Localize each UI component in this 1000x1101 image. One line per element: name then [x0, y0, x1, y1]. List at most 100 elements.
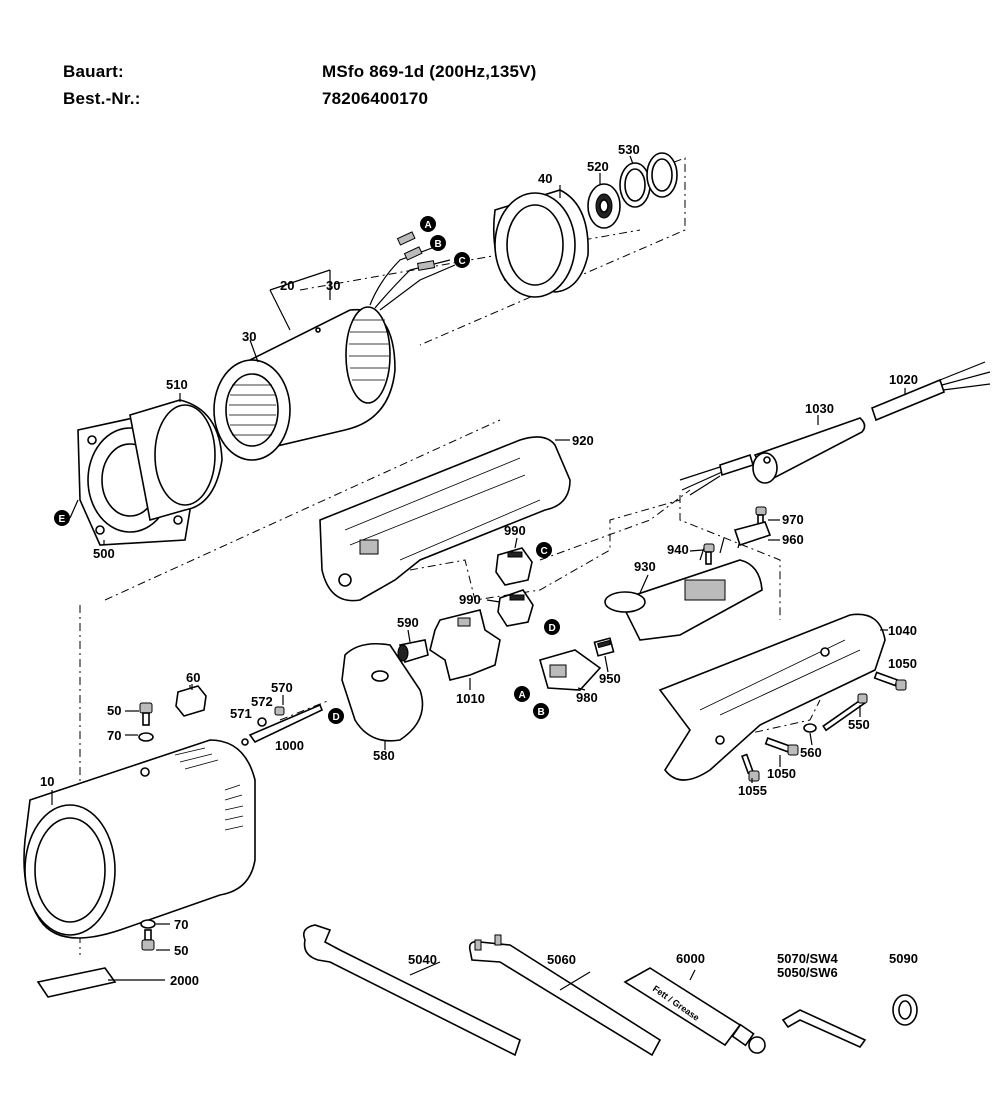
- label-500: 500: [93, 546, 115, 561]
- bestnr-label: Best.-Nr.:: [63, 89, 141, 108]
- hex-key-5070: [781, 1009, 867, 1048]
- label-560: 560: [800, 745, 822, 760]
- label-50-bottom: 50: [174, 943, 188, 958]
- svg-text:C: C: [541, 546, 548, 557]
- label-572: 572: [251, 694, 273, 709]
- wrench-5040: [302, 924, 521, 1057]
- label-70-top: 70: [107, 728, 121, 743]
- motor-housing: [23, 739, 256, 939]
- screw-550: [822, 693, 868, 732]
- label-1020: 1020: [889, 372, 918, 387]
- label-570: 570: [271, 680, 293, 695]
- label-1055: 1055: [738, 783, 767, 798]
- label-60: 60: [186, 670, 200, 685]
- washer-5090: [892, 994, 918, 1026]
- svg-text:C: C: [459, 256, 466, 267]
- pin-spanner-5060: [468, 934, 662, 1057]
- label-10: 10: [40, 774, 54, 789]
- washer-560: [803, 723, 817, 733]
- marker-e1: E: [54, 510, 70, 526]
- marker-b2: B: [533, 703, 549, 719]
- label-5070: 5070/SW4: [777, 951, 838, 966]
- terminal-980: [539, 649, 602, 691]
- label-6000: 6000: [676, 951, 705, 966]
- label-1010: 1010: [456, 691, 485, 706]
- screw-1050-right: [873, 671, 907, 691]
- label-930: 930: [634, 559, 656, 574]
- label-920: 920: [572, 433, 594, 448]
- label-990-bottom: 990: [459, 592, 481, 607]
- suppressor-950: [593, 637, 615, 657]
- svg-text:D: D: [549, 623, 556, 634]
- svg-text:E: E: [59, 514, 66, 525]
- leader-lines: [51, 155, 906, 805]
- label-550: 550: [848, 717, 870, 732]
- gasket-1010: [429, 609, 501, 681]
- bauart-value: MSfo 869-1d (200Hz,135V): [322, 62, 537, 81]
- marker-d1: D: [544, 619, 560, 635]
- label-plate: [36, 967, 165, 998]
- label-520: 520: [587, 159, 609, 174]
- label-580: 580: [373, 748, 395, 763]
- ring-530-b: [646, 152, 678, 198]
- collar-510: [129, 399, 223, 522]
- label-50-top: 50: [107, 703, 121, 718]
- part-labels: 10 20 30 30 40 50 50 60 70 70 500 510 52…: [40, 142, 918, 988]
- svg-text:B: B: [435, 239, 442, 250]
- cable-1020: [679, 361, 991, 496]
- label-960: 960: [782, 532, 804, 547]
- marker-a2: A: [514, 686, 530, 702]
- handle-shell-1040: [658, 613, 888, 781]
- label-990-top: 990: [504, 523, 526, 538]
- label-1030: 1030: [805, 401, 834, 416]
- marker-c1: C: [454, 252, 470, 268]
- screw-50-bottom: [140, 919, 170, 951]
- svg-text:B: B: [538, 707, 545, 718]
- switch-930: [604, 531, 763, 641]
- label-70-bottom: 70: [174, 917, 188, 932]
- label-2000: 2000: [170, 973, 199, 988]
- svg-text:A: A: [425, 220, 432, 231]
- screw-1055: [741, 753, 760, 782]
- svg-text:A: A: [519, 690, 526, 701]
- label-590: 590: [397, 615, 419, 630]
- bracket-1000: [241, 703, 324, 746]
- label-1000: 1000: [275, 738, 304, 753]
- label-30-left: 30: [242, 329, 256, 344]
- brush-holder-990-a: [495, 547, 533, 586]
- bestnr-value: 78206400170: [322, 89, 429, 108]
- marker-c2: C: [536, 542, 552, 558]
- label-940: 940: [667, 542, 689, 557]
- bearing-520: [587, 183, 621, 229]
- screw-940: [703, 543, 715, 565]
- label-1050-bottom: 1050: [767, 766, 796, 781]
- plate-580: [341, 642, 424, 742]
- label-40: 40: [538, 171, 552, 186]
- ring-530-a: [619, 162, 651, 208]
- label-5060: 5060: [547, 952, 576, 967]
- label-950: 950: [599, 671, 621, 686]
- label-530: 530: [618, 142, 640, 157]
- handle-920: [319, 436, 571, 602]
- label-970: 970: [782, 512, 804, 527]
- grommet-590: [397, 639, 429, 664]
- screw-970: [755, 506, 780, 528]
- stator-20: [213, 231, 456, 461]
- marker-d2: D: [328, 708, 344, 724]
- label-5040: 5040: [408, 952, 437, 967]
- label-5050: 5050/SW6: [777, 965, 838, 980]
- label-20: 20: [280, 278, 294, 293]
- part-60-block: [175, 684, 207, 717]
- marker-a1: A: [420, 216, 436, 232]
- label-1040: 1040: [888, 623, 917, 638]
- svg-text:D: D: [333, 712, 340, 723]
- label-5090: 5090: [889, 951, 918, 966]
- screw-50-top: [125, 702, 154, 742]
- label-571: 571: [230, 706, 252, 721]
- bauart-label: Bauart:: [63, 62, 124, 81]
- label-1050-right: 1050: [888, 656, 917, 671]
- clamp-960: [733, 521, 780, 547]
- cable-sleeve-1030: [752, 417, 866, 484]
- marker-b1: B: [430, 235, 446, 251]
